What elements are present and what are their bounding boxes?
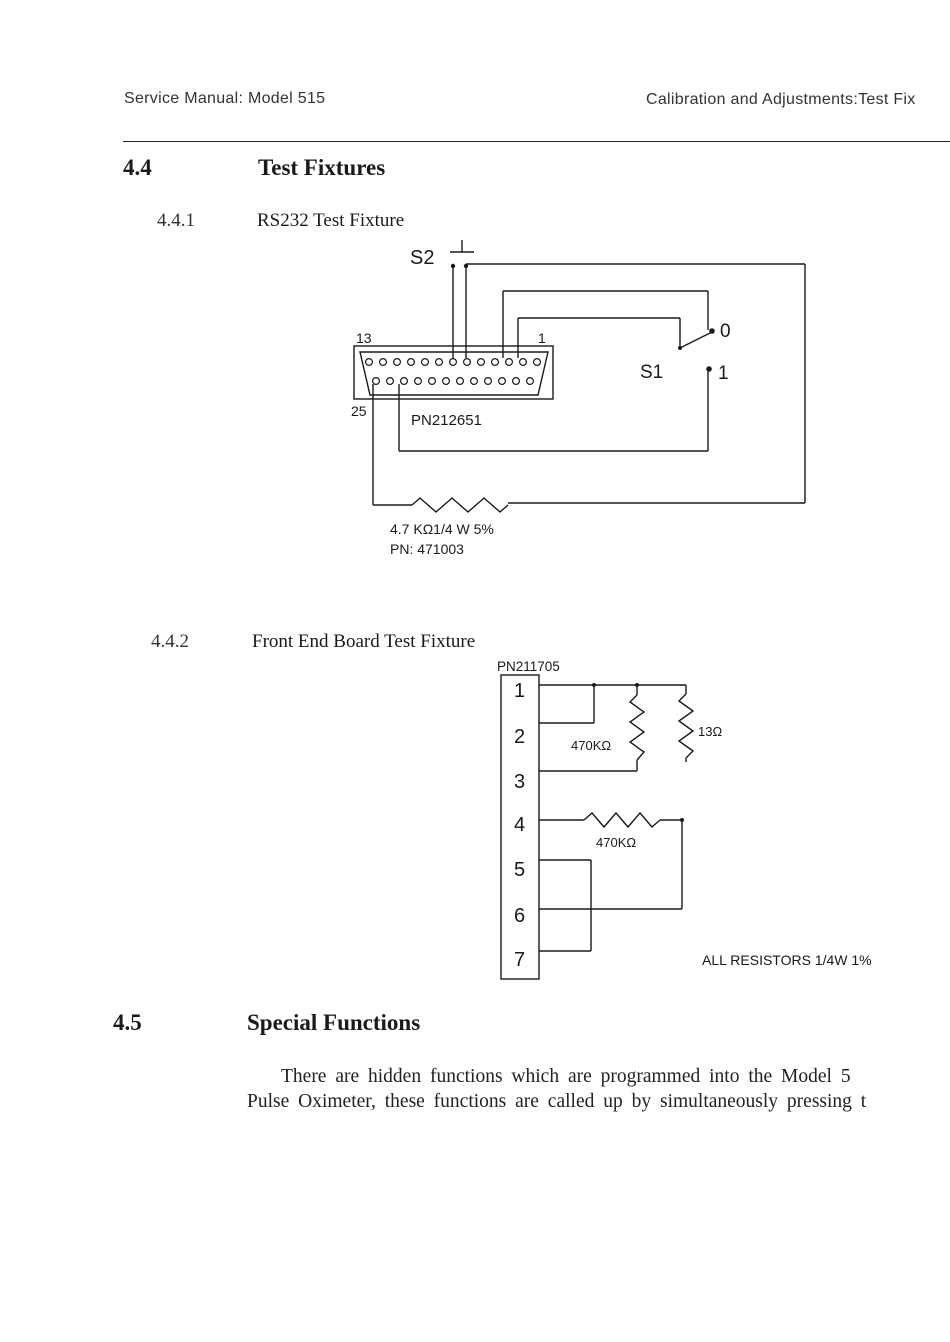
header-right: Calibration and Adjustments:Test Fix (646, 91, 916, 108)
connector-pin-6: 6 (514, 905, 525, 927)
pin-13-label: 13 (356, 330, 372, 346)
connector-pin-3: 3 (514, 771, 525, 793)
resistor-470k-vertical-label: 470KΩ (571, 738, 611, 753)
body-line-1: There are hidden functions which are pro… (281, 1066, 851, 1087)
resistor-13-ohm-label: 13Ω (698, 724, 722, 739)
frontend-connector-part-number: PN211705 (497, 659, 560, 674)
subsection-title-rs232: RS232 Test Fixture (257, 210, 405, 231)
connector-pin-4: 4 (514, 814, 525, 836)
header-rule (123, 141, 950, 142)
section-number-4-4: 4.4 (123, 155, 152, 180)
s2-label: S2 (410, 247, 434, 269)
resistor-470k-horizontal-label: 470KΩ (596, 835, 636, 850)
connector-part-number: PN212651 (411, 412, 482, 429)
switch-position-1-label: 1 (718, 363, 729, 384)
section-title-test-fixtures: Test Fixtures (258, 155, 386, 180)
header-left: Service Manual: Model 515 (124, 90, 326, 107)
connector-pin-7: 7 (514, 949, 525, 971)
resistor-note: ALL RESISTORS 1/4W 1% (702, 952, 872, 968)
connector-pin-2: 2 (514, 726, 525, 748)
pin-1-label: 1 (538, 330, 546, 346)
body-line-2: Pulse Oximeter, these functions are call… (247, 1091, 867, 1112)
subsection-title-front-end: Front End Board Test Fixture (252, 631, 476, 652)
connector-pin-5: 5 (514, 859, 525, 881)
resistor-part-number: PN: 471003 (390, 541, 464, 557)
subsection-number-4-4-2: 4.4.2 (151, 631, 189, 652)
section-title-special-functions: Special Functions (247, 1010, 421, 1035)
pin-25-label: 25 (351, 403, 367, 419)
front-end-test-fixture-diagram: PN211705 1 2 3 4 5 6 7 470KΩ 13Ω 470KΩ A… (497, 659, 872, 980)
resistor-spec-label: 4.7 KΩ1/4 W 5% (390, 521, 494, 537)
s1-label: S1 (640, 362, 663, 383)
connector-pin-1: 1 (514, 680, 525, 702)
section-number-4-5: 4.5 (113, 1010, 142, 1035)
switch-position-0-label: 0 (720, 321, 731, 342)
subsection-number-4-4-1: 4.4.1 (157, 210, 195, 231)
rs232-test-fixture-diagram: S2 S1 0 1 13 1 25 PN212651 4.7 KΩ1/4 W 5… (351, 240, 806, 557)
